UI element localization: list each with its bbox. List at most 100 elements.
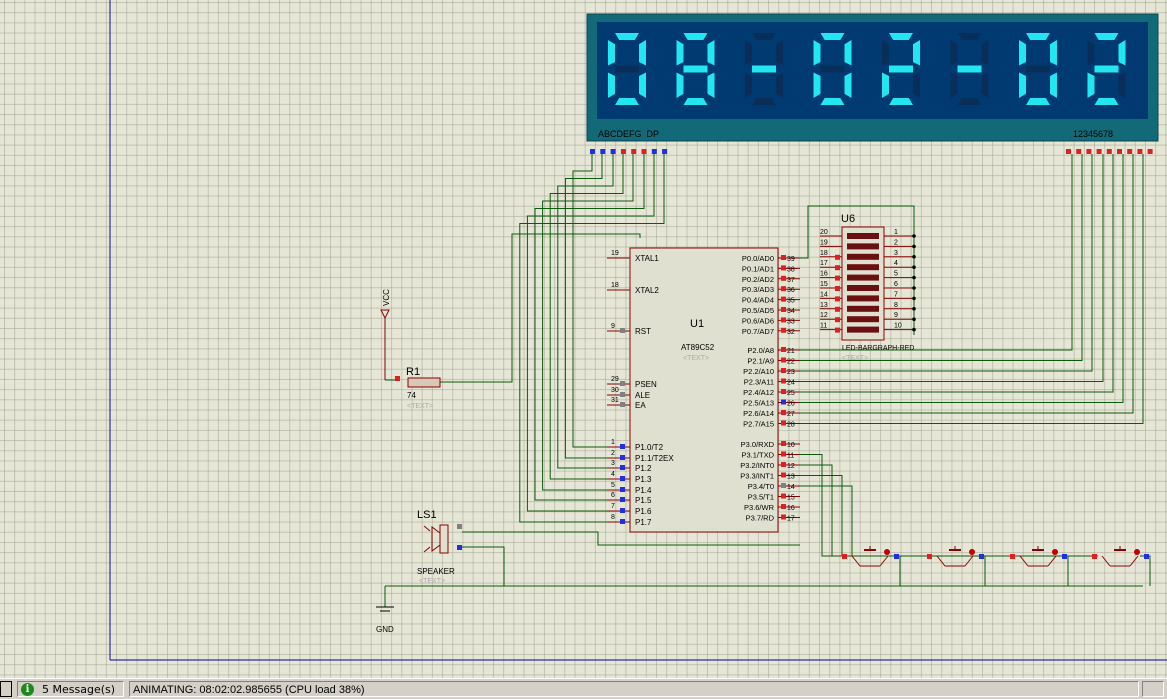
- segment-c: [913, 72, 920, 98]
- segment-a: [957, 33, 982, 40]
- svg-text:7: 7: [894, 291, 898, 298]
- mcu-pin-number: 12: [787, 463, 795, 470]
- mcu-pin-name: XTAL2: [635, 286, 659, 295]
- mcu-pin-name: P1.6: [635, 507, 652, 516]
- resistor-r1[interactable]: R1 74 <TEXT>: [395, 366, 441, 410]
- display-common-pin: [1117, 149, 1122, 154]
- gnd-label: GND: [376, 625, 394, 634]
- mcu-pin-4: 4P1.3: [607, 471, 652, 484]
- segment-e: [1019, 72, 1026, 98]
- segment-e: [745, 72, 752, 98]
- bargraph-pin-10: 10: [884, 323, 916, 332]
- mcu-part: AT89C52: [681, 343, 715, 352]
- mcu-pin-name: P0.0/AD0: [742, 254, 774, 263]
- display-common-pin: [1076, 149, 1082, 154]
- mcu-pin-name: P2.1/A9: [747, 357, 774, 366]
- mcu-pin-number: 28: [787, 422, 795, 429]
- svg-text:8: 8: [894, 302, 898, 309]
- segment-c: [707, 72, 715, 98]
- display-segment-pin: [590, 149, 595, 154]
- led-bargraph-u6[interactable]: U6 LED-BARGRAPH-RED <TEXT> 2019181716151…: [820, 213, 916, 362]
- segment-b: [913, 40, 920, 66]
- bargraph-led: [847, 233, 879, 239]
- segment-c: [844, 72, 852, 98]
- resistor-text-placeholder: <TEXT>: [407, 403, 433, 410]
- bargraph-text-placeholder: <TEXT>: [842, 355, 868, 362]
- segment-b: [981, 40, 989, 66]
- mcu-pin-name: P2.0/A8: [747, 346, 774, 355]
- svg-text:20: 20: [820, 229, 828, 236]
- bargraph-pin-16: 16: [820, 271, 842, 281]
- bargraph-part: LED-BARGRAPH-RED: [842, 345, 914, 352]
- segment-g: [889, 65, 913, 73]
- push-button-2[interactable]: [927, 546, 984, 567]
- messages-panel-button[interactable]: i 5 Message(s): [17, 681, 124, 697]
- segment-g: [1026, 65, 1050, 73]
- schematic-sheet[interactable]: ABCDEFG DP 12345678 U1 AT89C52 <TEXT> 19…: [0, 0, 1167, 678]
- mcu-pin-24: 24 P2.3/A11: [744, 378, 800, 387]
- display-segment-pin: [600, 149, 606, 154]
- segment-d: [683, 98, 708, 105]
- seven-segment-display[interactable]: ABCDEFG DP 12345678: [586, 13, 1159, 142]
- svg-text:17: 17: [820, 260, 828, 267]
- bargraph-pin-20: 20: [820, 229, 842, 237]
- speaker-text-placeholder: <TEXT>: [419, 578, 445, 585]
- segment-f: [813, 40, 821, 66]
- segment-g: [957, 65, 982, 73]
- segment-d: [957, 98, 982, 105]
- mcu-pin-number: 6: [611, 492, 615, 499]
- messages-count: 5 Message(s): [42, 683, 116, 696]
- mcu-pin-name: P0.1/AD1: [742, 264, 774, 273]
- mcu-pin-number: 25: [787, 390, 795, 397]
- bargraph-pin-13: 13: [820, 302, 842, 312]
- resistor-ref: R1: [406, 366, 420, 378]
- mcu-pin-number: 38: [787, 266, 795, 273]
- mcu-pin-name: P3.6/WR: [744, 503, 775, 512]
- segment-d: [889, 98, 913, 105]
- mcu-pin-name: P3.3/INT1: [740, 472, 774, 481]
- mcu-pin-number: 7: [611, 503, 615, 510]
- bargraph-pin-4: 4: [884, 260, 916, 270]
- push-button-1[interactable]: [842, 546, 899, 567]
- mcu-u1[interactable]: U1 AT89C52 <TEXT> 19XTAL118XTAL29RST29PS…: [607, 247, 800, 533]
- display-segment-pin: [641, 149, 647, 154]
- mcu-pin-name: P0.7/AD7: [742, 327, 774, 336]
- resistor-value: 74: [407, 391, 416, 400]
- mcu-pin-name: P3.0/RXD: [741, 440, 775, 449]
- segment-e: [608, 72, 615, 98]
- segment-e: [813, 72, 821, 98]
- mcu-pin-12: 12 P3.2/INT0: [740, 461, 800, 470]
- push-button-4[interactable]: [1092, 546, 1149, 567]
- push-button-3[interactable]: [1010, 546, 1067, 567]
- mcu-pin-name: P2.5/A13: [743, 399, 774, 408]
- gnd-terminal[interactable]: GND: [376, 586, 394, 634]
- mcu-pin-1: 1P1.0/T2: [607, 439, 664, 452]
- bargraph-pin-1: 1: [884, 229, 916, 238]
- vcc-terminal[interactable]: VCC: [380, 289, 391, 380]
- bargraph-pin-5: 5: [884, 271, 916, 280]
- display-common-pin: [1096, 149, 1102, 154]
- mcu-pin-number: 24: [787, 380, 795, 387]
- push-buttons[interactable]: [842, 546, 1149, 567]
- status-toggle-button[interactable]: [0, 681, 12, 697]
- segment-b: [1118, 40, 1126, 66]
- mcu-pin-name: PSEN: [635, 380, 657, 389]
- mcu-pin-name: P2.3/A11: [744, 378, 774, 387]
- mcu-pin-name: P2.2/A10: [743, 367, 774, 376]
- segment-f: [882, 40, 889, 66]
- speaker-ls1[interactable]: LS1 SPEAKER <TEXT>: [417, 509, 462, 585]
- display-segment-pin: [662, 149, 668, 154]
- mcu-pin-name: P3.2/INT0: [740, 461, 774, 470]
- bargraph-pin-7: 7: [884, 291, 916, 301]
- segment-g: [615, 65, 639, 73]
- mcu-pin-3: 3P1.2: [607, 460, 652, 473]
- bargraph-pin-11: 11: [820, 323, 842, 333]
